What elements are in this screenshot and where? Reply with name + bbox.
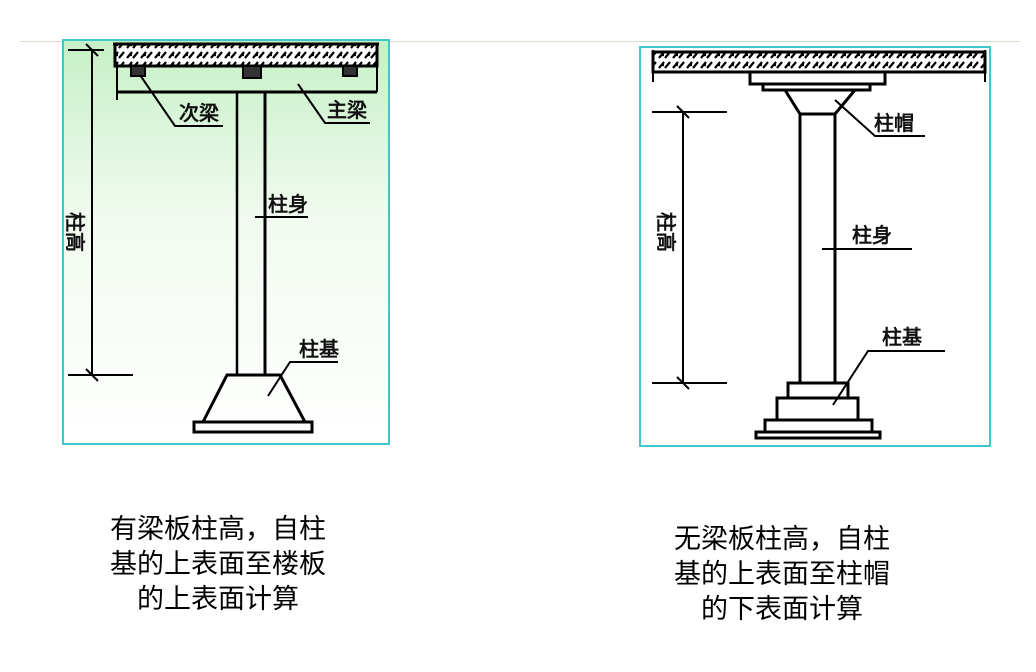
secondary-beam-section [130,65,146,77]
main-beam-leader [297,83,370,124]
caption-line: 的上表面计算 [137,584,299,615]
flat-slab-caption: 无梁板柱高，自柱 基的上表面至柱帽 的下表面计算 [632,522,932,627]
label-column-body: 柱身 [268,192,308,216]
label-column-cap: 柱帽 [874,111,914,135]
beam-slab-caption: 有梁板柱高，自柱 基的上表面至楼板 的上表面计算 [68,512,368,617]
caption-line: 基的上表面至楼板 [110,549,326,580]
main-beam-section [342,65,358,77]
base-step-2 [775,396,860,422]
footing [200,373,308,424]
column-cap [782,88,859,116]
label-column-base: 柱基 [299,337,340,361]
secondary-beam-leader [139,74,223,127]
header-divider [20,41,1020,42]
label-column-base: 柱基 [882,325,923,349]
label-main-beam: 主梁 [327,98,368,122]
column-base-leader [832,350,945,406]
label-column-body: 柱身 [852,223,892,247]
caption-line: 有梁板柱高，自柱 [110,514,326,545]
label-column-height: 柱高 [63,212,87,252]
floor-slab [113,42,379,68]
label-secondary-beam: 次梁 [179,101,220,125]
base-step-3 [763,418,874,434]
label-column-height: 柱高 [654,212,678,252]
beam-slab-diagram [68,42,379,434]
base-step-4 [754,430,882,440]
caption-line: 无梁板柱高，自柱 [674,524,890,555]
caption-line: 的下表面计算 [701,594,863,625]
floor-slab [651,50,987,74]
column-base-leader [267,361,338,397]
footing-base [192,420,314,434]
beam-top [242,65,262,79]
caption-line: 基的上表面至柱帽 [674,559,890,590]
cap-plate [748,70,887,86]
flat-slab-diagram [651,50,987,440]
column-cap-leader [834,99,925,137]
